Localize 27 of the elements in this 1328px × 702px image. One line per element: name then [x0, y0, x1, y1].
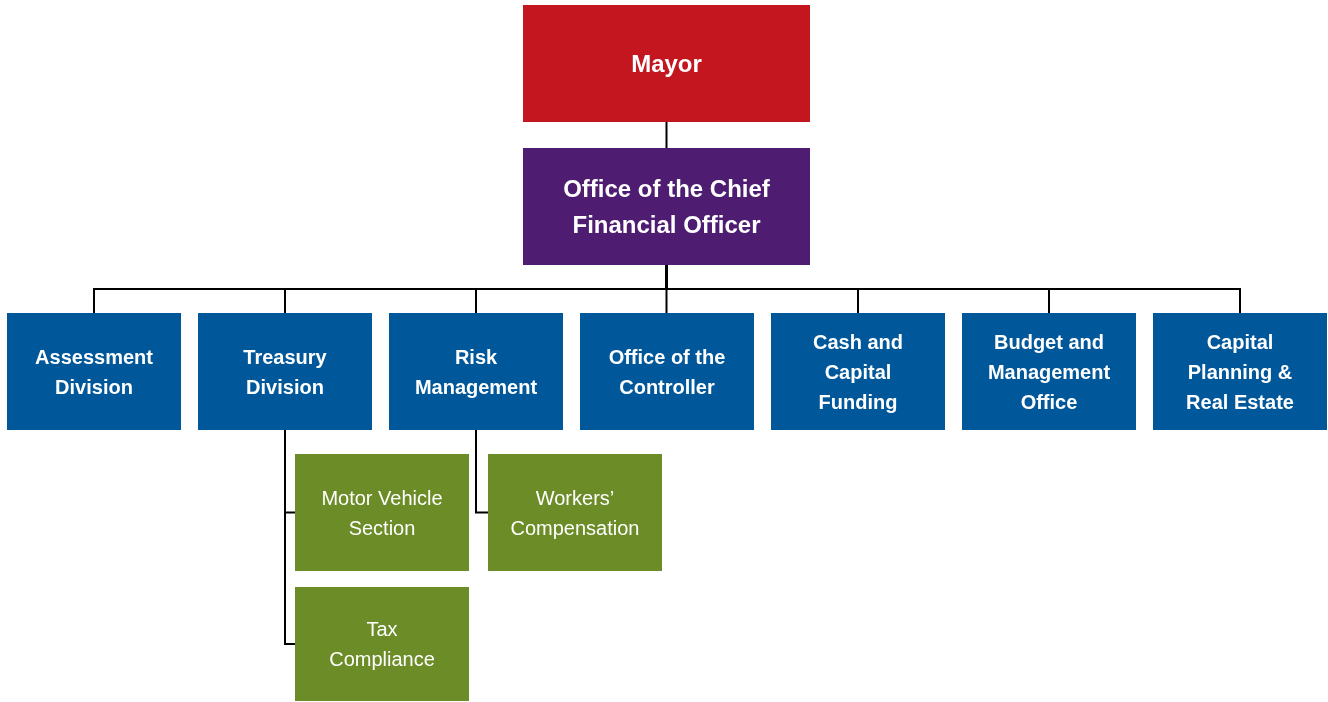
node-label: Office of the Chief Financial Officer — [562, 173, 771, 240]
office-box — [523, 148, 810, 265]
division-box — [389, 313, 563, 430]
node-label: Risk Management — [413, 344, 539, 400]
connector-line — [284, 429, 296, 645]
node-label: Tax Compliance — [328, 617, 436, 672]
node-label: Motor Vehicle Section — [320, 485, 444, 541]
section-box — [488, 454, 662, 571]
node-label: Office of the Controller — [607, 344, 727, 400]
division-box — [1153, 313, 1327, 430]
node-label: Cash and Capital Funding — [812, 329, 904, 415]
node-label: Capital Planning & Real Estate — [1185, 329, 1295, 415]
connector-line — [665, 121, 668, 149]
mayor-box — [523, 5, 810, 122]
division-box — [580, 313, 754, 430]
division-box — [7, 313, 181, 430]
section-box — [295, 454, 469, 571]
section-box — [295, 587, 469, 701]
node-label: Budget and Management Office — [986, 329, 1112, 415]
node-label: Assessment Division — [34, 344, 154, 400]
connector-line — [475, 429, 489, 514]
node-label: Mayor — [631, 48, 702, 79]
node-label: Treasury Division — [242, 344, 328, 400]
division-box — [198, 313, 372, 430]
division-box — [771, 313, 945, 430]
node-label: Workers’ Compensation — [509, 485, 641, 541]
division-box — [962, 313, 1136, 430]
